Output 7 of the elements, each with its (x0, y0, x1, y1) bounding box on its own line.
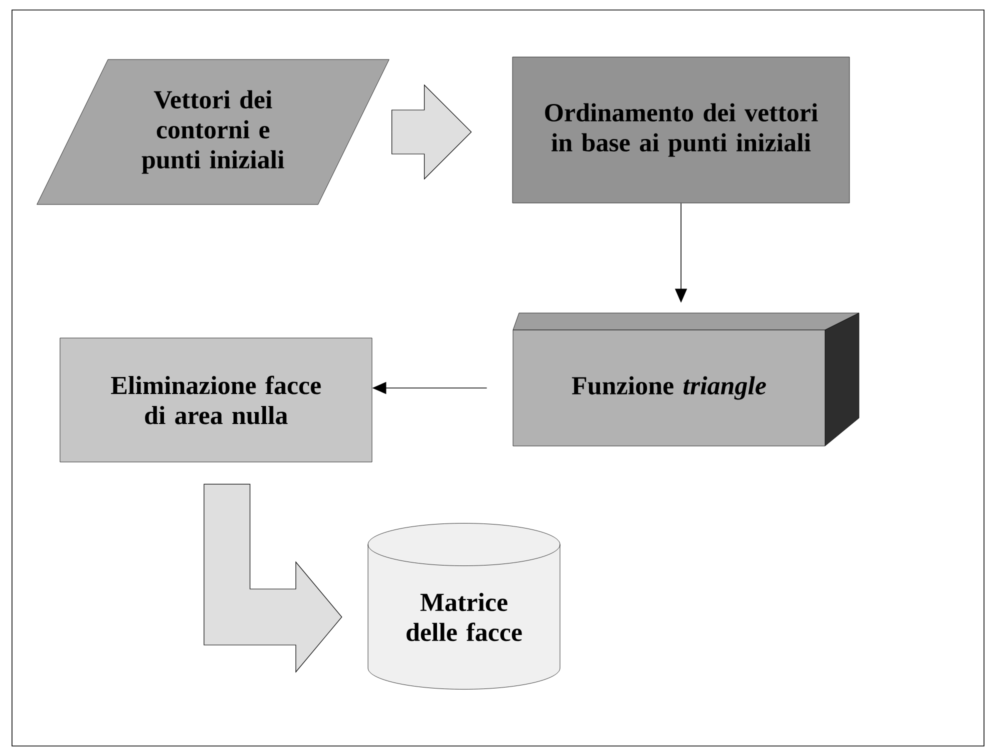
input-parallelogram: Vettori dei contorni e punti iniziali (36, 59, 390, 205)
block-arrow (204, 484, 342, 673)
process-block: Funzione triangle (512, 312, 860, 446)
storage-cylinder: Matrice delle facce (368, 523, 560, 690)
block-arrow (392, 84, 472, 180)
process-box: Eliminazione facce di area nulla (60, 338, 372, 462)
process-box: Ordinamento dei vettori in base ai punti iniziali (512, 56, 850, 204)
